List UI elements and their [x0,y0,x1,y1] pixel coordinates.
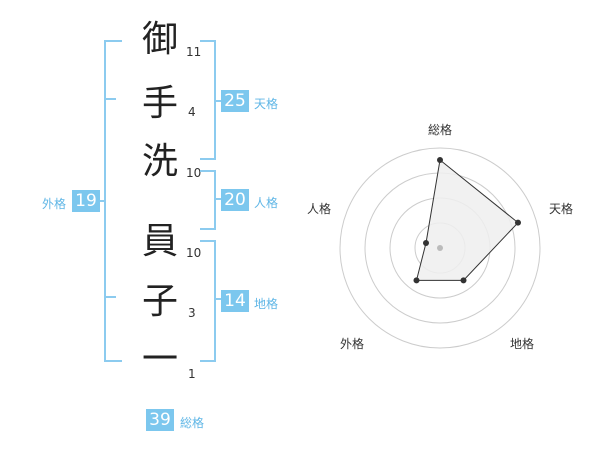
radar-ring [339,147,541,349]
gaikaku-label: 外格 [42,197,67,211]
soukaku-label: 総格 [180,416,205,430]
connector [214,298,222,300]
stroke-count: 4 [188,105,196,119]
radar-center [437,245,443,251]
tenkaku-badge: 25 [221,90,249,112]
name-char: 御 [141,19,178,60]
radar-label-jinkaku: 人格 [307,202,332,216]
jinkaku-bracket [200,170,216,230]
stroke-count: 11 [186,45,202,59]
name-char: 子 [141,281,178,322]
stroke-count: 10 [186,166,202,180]
bracket-tick [104,296,116,298]
name-char: 手 [141,83,178,124]
radar-point [423,240,429,246]
radar-point [437,157,443,163]
radar-point [514,219,521,226]
radar-label-chikaku: 地格 [510,337,535,351]
stroke-count: 10 [186,246,202,260]
stroke-count: 3 [188,306,196,320]
connector [214,100,222,102]
connector [214,198,222,200]
chikaku-label: 地格 [254,297,279,311]
stroke-count: 1 [188,367,196,381]
radar-label-tenkaku: 天格 [549,202,574,216]
connector [96,200,106,202]
chikaku-bracket [200,240,216,362]
radar-point [413,277,420,284]
name-char: 一 [141,339,178,380]
gaikaku-badge: 19 [72,190,100,212]
soukaku-badge: 39 [146,409,174,431]
chikaku-badge: 14 [221,290,249,312]
radar-point [460,277,467,284]
bracket-tick [104,98,116,100]
name-char: 洗 [141,141,178,182]
jinkaku-badge: 20 [221,189,249,211]
tenkaku-label: 天格 [254,97,279,111]
name-char: 員 [141,221,178,262]
jinkaku-label: 人格 [254,196,279,210]
radar-label-soukaku: 総格 [428,123,453,137]
radar-label-gaikaku: 外格 [340,337,365,351]
